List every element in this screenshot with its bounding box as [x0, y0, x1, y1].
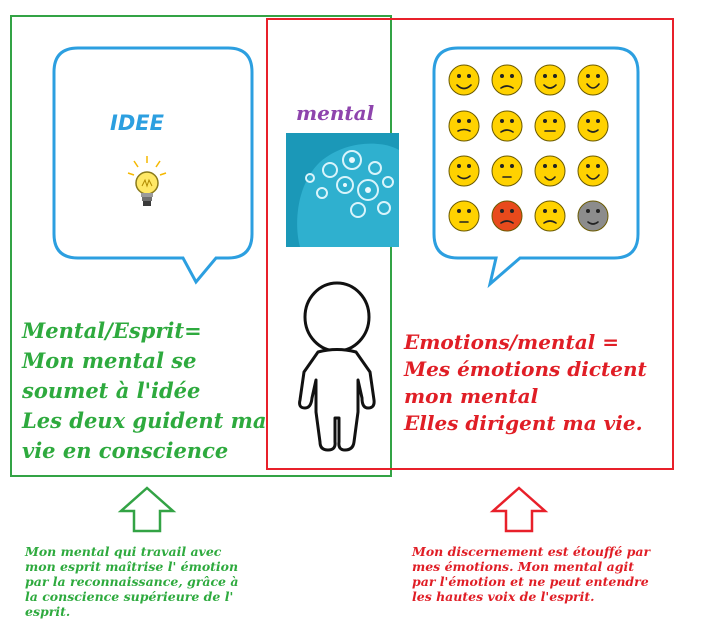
right-statement-line: mon mental [404, 383, 679, 410]
left-note: Mon mental qui travail avec mon esprit m… [25, 544, 290, 619]
person-figure-icon [300, 283, 375, 450]
red-up-arrow-icon [493, 488, 545, 531]
green-up-arrow-icon [121, 488, 173, 531]
head-gears-icon [286, 133, 399, 247]
right-statement-line: Mes émotions dictent [404, 356, 679, 383]
left-speech-bubble [54, 48, 252, 282]
left-note-line: mon esprit maîtrise l' émotion [25, 559, 290, 574]
left-note-line: Mon mental qui travail avec [25, 544, 290, 559]
idea-title: IDEE [110, 111, 180, 135]
left-note-line: esprit. [25, 604, 290, 619]
right-note-line: par l'émotion et ne peut entendre [412, 574, 701, 589]
right-note-line: mes émotions. Mon mental agit [412, 559, 701, 574]
right-statement-line: Elles dirigent ma vie. [404, 410, 679, 437]
right-note-line: les hautes voix de l'esprit. [412, 589, 701, 604]
mental-title: mental [296, 101, 374, 125]
right-note-line: Mon discernement est étouffé par [412, 544, 701, 559]
right-note: Mon discernement est étouffé par mes émo… [412, 544, 701, 604]
left-statement-line: Mental/Esprit= [22, 316, 272, 346]
right-statement-line: Emotions/mental = [404, 329, 679, 356]
left-statement-line: Mon mental se [22, 346, 272, 376]
left-statement-line: Les deux guident ma [22, 406, 272, 436]
left-note-line: par la reconnaissance, grâce à [25, 574, 290, 589]
left-statement-line: soumet à l'idée [22, 376, 272, 406]
right-statement: Emotions/mental = Mes émotions dictent m… [404, 329, 679, 437]
left-statement: Mental/Esprit= Mon mental se soumet à l'… [22, 316, 272, 466]
left-statement-line: vie en conscience [22, 436, 272, 466]
left-note-line: la conscience supérieure de l' [25, 589, 290, 604]
